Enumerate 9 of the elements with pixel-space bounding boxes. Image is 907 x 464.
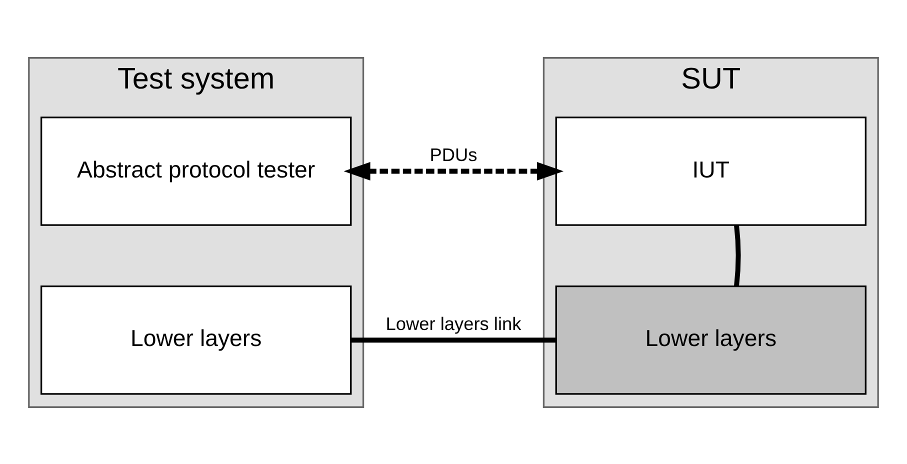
node-box: Lower layers bbox=[40, 284, 352, 394]
connector bbox=[351, 337, 556, 342]
arrow bbox=[344, 161, 564, 180]
edge-label: PDUs bbox=[430, 144, 478, 164]
edge-label: Lower layers link bbox=[386, 313, 522, 334]
node-box: Lower layers bbox=[555, 284, 866, 394]
connector bbox=[734, 224, 741, 286]
node-box: IUT bbox=[555, 116, 866, 226]
node-box: Abstract protocol tester bbox=[40, 116, 352, 226]
